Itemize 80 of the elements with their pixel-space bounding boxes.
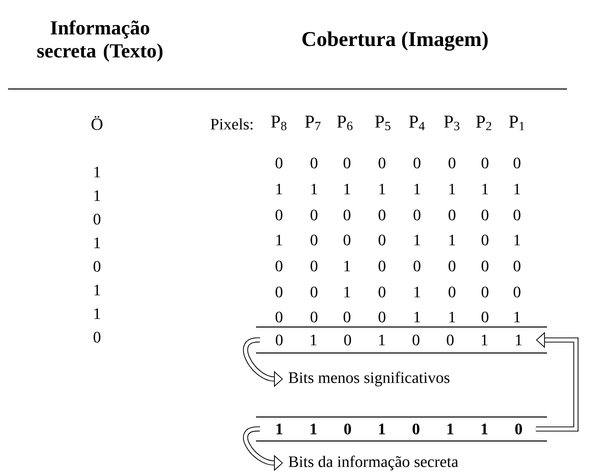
bit-value: 1 (94, 308, 100, 319)
bit-value: 0 (414, 260, 420, 272)
pixel-label: P$_{6}$ (337, 116, 353, 130)
bit-value: 1 (276, 184, 282, 194)
bit-value: 0 (310, 158, 318, 168)
bit-value: 0 (276, 286, 282, 298)
bit-value: 1 (514, 312, 520, 322)
bit-value: 0 (482, 286, 488, 298)
bit-value: 0 (94, 332, 100, 343)
bit-value: 0 (378, 312, 386, 322)
pixel-label: P$_{8}$ (271, 116, 286, 130)
bit-value: 1 (482, 184, 488, 194)
row-label: Pixels: (210, 118, 252, 130)
bit-value: 0 (310, 312, 318, 322)
bit-row: 0 1 0 1 0 0 1 1 (276, 334, 522, 346)
bit-value: 1 (414, 184, 420, 194)
bit-value: 0 (482, 234, 488, 246)
bit-value: 0 (344, 312, 350, 322)
bit-value: 1 (449, 234, 456, 246)
pixel-label: P$_{4}$ (409, 116, 425, 130)
bit-value: 0 (310, 210, 318, 220)
bit-value: 1 (414, 312, 420, 322)
bit-value: 0 (276, 260, 282, 272)
column-header: Informação secreta (Texto) (37, 20, 162, 62)
symbol: Ö (92, 116, 102, 130)
bit-value: 1 (414, 286, 420, 298)
bit-value: 0 (448, 260, 456, 272)
bit-value: 0 (378, 234, 386, 246)
bit-value: 1 (449, 312, 456, 322)
bit-row: 1 1 0 1 0 1 1 0 (276, 424, 522, 434)
bit-value: 0 (482, 312, 488, 322)
caption-text: Bits menos significativos (288, 372, 450, 386)
bit-value: 0 (514, 158, 520, 168)
bit-value: 1 (344, 260, 350, 272)
bit-value: 0 (344, 158, 350, 168)
bit-value: 0 (414, 158, 420, 168)
bit-value: 0 (310, 286, 318, 298)
pixel-label: P$_{1}$ (509, 116, 524, 130)
bit-value: 0 (276, 312, 282, 322)
bit-value: 0 (514, 286, 520, 298)
bit-value: 0 (482, 210, 488, 220)
bit-value: 0 (378, 286, 386, 298)
bit-value: 1 (514, 184, 520, 194)
bit-value: 0 (310, 260, 318, 272)
pixel-label: P$_{2}$ (476, 116, 492, 130)
bit-value: 1 (276, 234, 282, 246)
pixel-label: P$_{7}$ (305, 116, 321, 130)
column-header: Cobertura (Imagem) (302, 31, 488, 51)
bit-value: 1 (94, 166, 100, 178)
bit-value: 1 (414, 234, 420, 246)
bit-value: 0 (94, 261, 100, 272)
bit-value: 1 (311, 184, 318, 194)
bit-value: 1 (449, 184, 456, 194)
bit-value: 1 (344, 184, 350, 194)
bit-value: 0 (514, 210, 520, 220)
bit-value: 0 (448, 210, 456, 220)
bit-value: 1 (94, 190, 100, 201)
bit-value: 0 (448, 286, 456, 298)
bit-value: 0 (514, 260, 520, 272)
bit-value: 0 (94, 214, 100, 225)
bit-value: 0 (482, 158, 488, 168)
caption-text: Bits da informação secreta (288, 456, 458, 470)
bit-value: 1 (94, 238, 100, 248)
bit-value: 1 (344, 286, 350, 298)
pixel-label: P$_{3}$ (444, 116, 460, 130)
pixel-label: P$_{5}$ (375, 116, 390, 130)
bit-value: 0 (414, 210, 420, 220)
bit-value: 0 (276, 210, 282, 220)
bit-value: 1 (379, 184, 386, 194)
bit-value: 0 (378, 158, 386, 168)
bit-value: 0 (276, 158, 282, 168)
bit-value: 0 (344, 234, 350, 246)
bit-value: 0 (378, 210, 386, 220)
bit-value: 0 (344, 210, 350, 220)
bit-value: 1 (514, 234, 520, 246)
bit-value: 0 (448, 158, 456, 168)
bit-value: 0 (482, 260, 488, 272)
bit-value: 1 (94, 284, 100, 296)
bit-value: 0 (310, 234, 318, 246)
bit-value: 0 (378, 260, 386, 272)
